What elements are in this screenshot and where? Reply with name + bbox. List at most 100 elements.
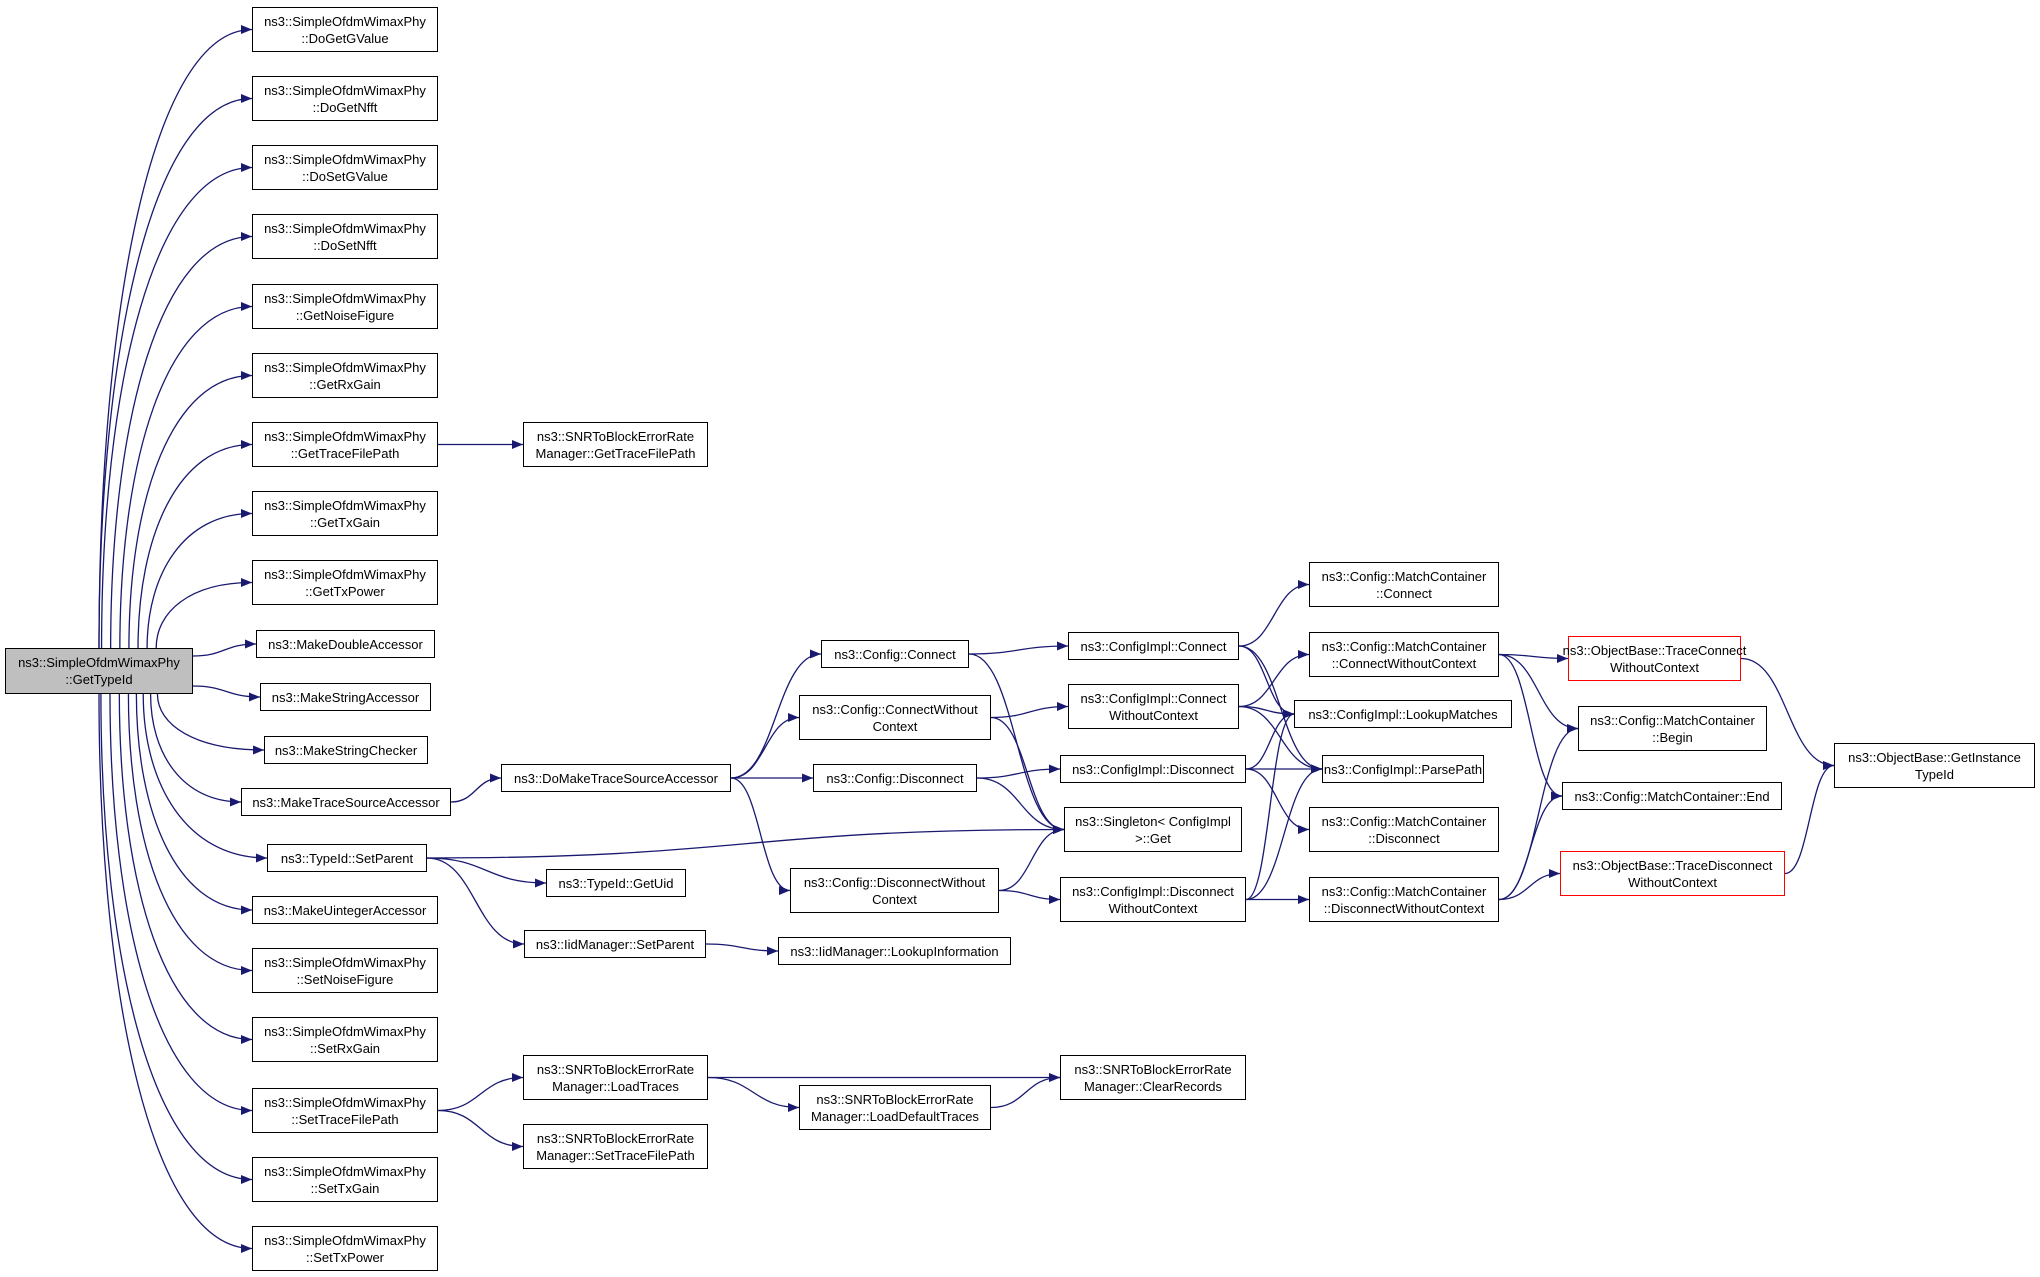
call-edge: [426, 857, 547, 888]
node-get-noise-figure[interactable]: ns3::SimpleOfdmWimaxPhy ::GetNoiseFigure: [252, 284, 438, 329]
call-edge: [976, 777, 1065, 834]
node-label-line: ns3::SimpleOfdmWimaxPhy: [264, 151, 426, 167]
node-label-line: ns3::SNRToBlockErrorRate: [536, 1130, 695, 1146]
node-match-container-connect-without-context[interactable]: ns3::Config::MatchContainer ::ConnectWit…: [1309, 632, 1499, 677]
node-label-line: ::GetRxGain: [309, 376, 381, 392]
node-label-line: ns3::IidManager::LookupInformation: [790, 943, 999, 959]
node-label-line: ns3::SimpleOfdmWimaxPhy: [264, 220, 426, 236]
node-label-line: ::SetTxGain: [310, 1180, 380, 1196]
call-edge: [968, 653, 1065, 834]
node-config-impl-disconnect[interactable]: ns3::ConfigImpl::Disconnect: [1060, 755, 1246, 783]
node-type-id-set-parent[interactable]: ns3::TypeId::SetParent: [267, 844, 427, 872]
node-label-line: ns3::ObjectBase::TraceDisconnect: [1572, 857, 1773, 873]
node-config-impl-connect-without-context[interactable]: ns3::ConfigImpl::Connect WithoutContext: [1068, 684, 1239, 729]
node-label-line: ns3::ObjectBase::GetInstance: [1848, 749, 2021, 765]
node-label-line: ::ConnectWithoutContext: [1331, 655, 1477, 671]
node-type-id-get-uid[interactable]: ns3::TypeId::GetUid: [546, 869, 686, 897]
call-edge: [146, 509, 253, 649]
call-edge: [98, 25, 253, 649]
call-edge: [100, 163, 253, 649]
node-match-container-end[interactable]: ns3::Config::MatchContainer::End: [1562, 782, 1782, 810]
call-edge: [135, 693, 253, 915]
node-iid-manager-set-parent[interactable]: ns3::IidManager::SetParent: [524, 930, 706, 958]
node-make-uinteger-accessor[interactable]: ns3::MakeUintegerAccessor: [252, 896, 438, 924]
node-set-tx-power[interactable]: ns3::SimpleOfdmWimaxPhy ::SetTxPower: [252, 1226, 438, 1271]
node-label-line: ns3::ConfigImpl::Disconnect: [1072, 761, 1234, 777]
node-config-connect[interactable]: ns3::Config::Connect: [821, 640, 969, 668]
node-label-line: ns3::ConfigImpl::Connect: [1080, 690, 1227, 706]
node-snr-clear-records[interactable]: ns3::SNRToBlockErrorRate Manager::ClearR…: [1060, 1055, 1246, 1100]
node-iid-manager-lookup-information[interactable]: ns3::IidManager::LookupInformation: [778, 937, 1011, 965]
node-label-line: ::GetTraceFilePath: [290, 445, 400, 461]
node-label-line: ns3::SimpleOfdmWimaxPhy: [264, 428, 426, 444]
node-config-impl-disconnect-without-context[interactable]: ns3::ConfigImpl::Disconnect WithoutConte…: [1060, 877, 1246, 922]
node-label-line: ::GetTxPower: [305, 583, 385, 599]
node-make-trace-source-accessor[interactable]: ns3::MakeTraceSourceAccessor: [241, 788, 451, 816]
node-label-line: ::DoGetGValue: [301, 30, 389, 46]
node-label-line: ns3::Config::MatchContainer: [1321, 638, 1487, 654]
node-snr-load-traces[interactable]: ns3::SNRToBlockErrorRate Manager::LoadTr…: [523, 1055, 708, 1100]
node-get-trace-file-path[interactable]: ns3::SimpleOfdmWimaxPhy ::GetTraceFilePa…: [252, 422, 438, 467]
node-do-get-g-value[interactable]: ns3::SimpleOfdmWimaxPhy ::DoGetGValue: [252, 7, 438, 52]
node-label-line: ::DoGetNfft: [312, 99, 378, 115]
node-do-make-trace-source-accessor[interactable]: ns3::DoMakeTraceSourceAccessor: [501, 764, 731, 792]
node-get-tx-gain[interactable]: ns3::SimpleOfdmWimaxPhy ::GetTxGain: [252, 491, 438, 536]
node-config-disconnect[interactable]: ns3::Config::Disconnect: [813, 764, 977, 792]
node-do-set-nfft[interactable]: ns3::SimpleOfdmWimaxPhy ::DoSetNfft: [252, 214, 438, 259]
node-match-container-connect[interactable]: ns3::Config::MatchContainer ::Connect: [1309, 562, 1499, 607]
node-make-double-accessor[interactable]: ns3::MakeDoubleAccessor: [256, 630, 435, 658]
node-match-container-disconnect[interactable]: ns3::Config::MatchContainer ::Disconnect: [1309, 807, 1499, 852]
node-label-line: ns3::Config::Disconnect: [826, 770, 964, 786]
node-get-tx-power[interactable]: ns3::SimpleOfdmWimaxPhy ::GetTxPower: [252, 560, 438, 605]
node-config-impl-connect[interactable]: ns3::ConfigImpl::Connect: [1068, 632, 1239, 660]
node-object-base-trace-connect-without-context[interactable]: ns3::ObjectBase::TraceConnect WithoutCon…: [1563, 636, 1746, 681]
node-set-tx-gain[interactable]: ns3::SimpleOfdmWimaxPhy ::SetTxGain: [252, 1157, 438, 1202]
node-label-line: ::DoSetGValue: [302, 168, 388, 184]
call-edge: [1238, 650, 1310, 708]
node-make-string-accessor[interactable]: ns3::MakeStringAccessor: [260, 683, 431, 711]
node-object-base-get-instance-type-id[interactable]: ns3::ObjectBase::GetInstance TypeId: [1834, 743, 2035, 788]
node-label-line: WithoutContext: [1628, 874, 1717, 890]
node-snr-load-default-traces[interactable]: ns3::SNRToBlockErrorRate Manager::LoadDe…: [799, 1085, 991, 1130]
node-label-line: ns3::Config::MatchContainer: [1321, 883, 1487, 899]
node-object-base-trace-disconnect-without-context[interactable]: ns3::ObjectBase::TraceDisconnect Without…: [1560, 851, 1785, 896]
call-edge: [1498, 791, 1563, 901]
node-config-impl-parse-path[interactable]: ns3::ConfigImpl::ParsePath: [1322, 755, 1484, 783]
call-edge: [137, 440, 253, 649]
node-label-line: ns3::SimpleOfdmWimaxPhy: [18, 655, 180, 670]
node-do-get-nfft[interactable]: ns3::SimpleOfdmWimaxPhy ::DoGetNfft: [252, 76, 438, 121]
node-label-line: Manager::SetTraceFilePath: [536, 1147, 695, 1163]
node-label-line: Manager::LoadDefaultTraces: [811, 1108, 979, 1124]
node-config-connect-without-context[interactable]: ns3::Config::ConnectWithout Context: [799, 695, 991, 740]
node-label-line: ns3::SimpleOfdmWimaxPhy: [264, 82, 426, 98]
node-set-noise-figure[interactable]: ns3::SimpleOfdmWimaxPhy ::SetNoiseFigure: [252, 948, 438, 993]
node-label-line: Context: [872, 891, 917, 907]
node-do-set-g-value[interactable]: ns3::SimpleOfdmWimaxPhy ::DoSetGValue: [252, 145, 438, 190]
node-get-rx-gain[interactable]: ns3::SimpleOfdmWimaxPhy ::GetRxGain: [252, 353, 438, 398]
node-singleton-config-impl-get[interactable]: ns3::Singleton< ConfigImpl >::Get: [1064, 807, 1242, 852]
node-label-line: ns3::Config::MatchContainer::End: [1574, 788, 1770, 804]
node-label-line: ::Connect: [1376, 585, 1432, 601]
call-edge: [155, 578, 253, 649]
node-config-impl-lookup-matches[interactable]: ns3::ConfigImpl::LookupMatches: [1294, 700, 1512, 728]
node-set-rx-gain[interactable]: ns3::SimpleOfdmWimaxPhy ::SetRxGain: [252, 1017, 438, 1062]
call-edge: [450, 773, 502, 803]
node-match-container-begin[interactable]: ns3::Config::MatchContainer ::Begin: [1578, 706, 1767, 751]
call-edge: [990, 702, 1069, 719]
node-label-line: ns3::TypeId::SetParent: [280, 850, 414, 866]
call-edge: [976, 764, 1061, 779]
call-edge: [707, 1076, 800, 1112]
call-edge: [1498, 869, 1561, 901]
node-snr-set-trace-file-path[interactable]: ns3::SNRToBlockErrorRate Manager::SetTra…: [523, 1124, 708, 1169]
node-label-line: ns3::ObjectBase::TraceConnect: [1562, 642, 1747, 658]
node-label-line: ns3::ConfigImpl::Disconnect: [1072, 883, 1234, 899]
node-set-trace-file-path[interactable]: ns3::SimpleOfdmWimaxPhy ::SetTraceFilePa…: [252, 1088, 438, 1133]
node-config-disconnect-without-context[interactable]: ns3::Config::DisconnectWithout Context: [790, 868, 999, 913]
node-snr-get-trace-file-path[interactable]: ns3::SNRToBlockErrorRate Manager::GetTra…: [523, 422, 708, 467]
node-label-line: ns3::SNRToBlockErrorRate: [816, 1091, 974, 1107]
node-make-string-checker[interactable]: ns3::MakeStringChecker: [264, 736, 428, 764]
node-label-line: ns3::TypeId::GetUid: [558, 875, 674, 891]
node-match-container-disconnect-without-context[interactable]: ns3::Config::MatchContainer ::Disconnect…: [1309, 877, 1499, 922]
node-label-line: ::Disconnect: [1368, 830, 1440, 846]
call-edge: [192, 639, 257, 657]
